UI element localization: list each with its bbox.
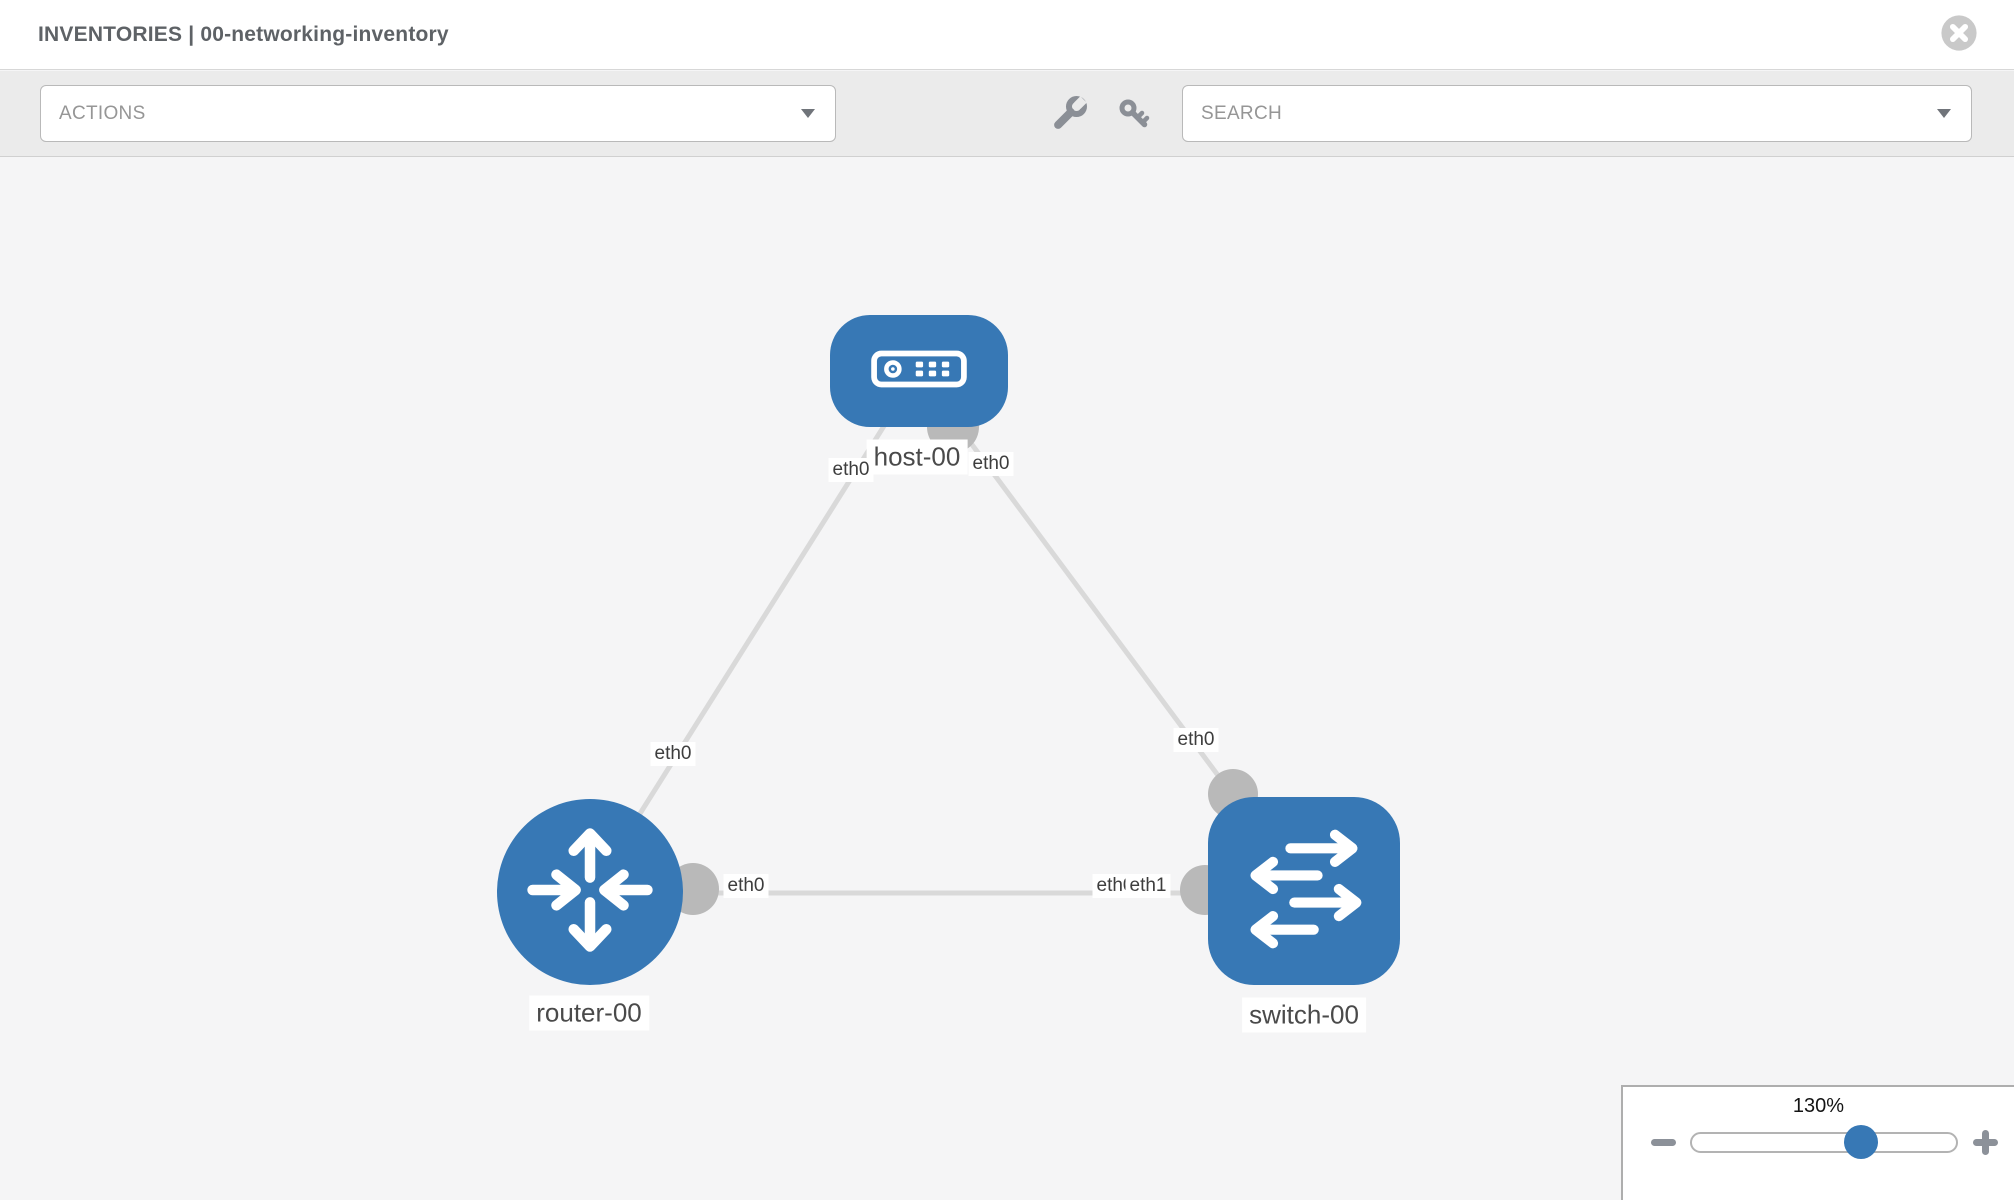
search-dropdown[interactable]: SEARCH xyxy=(1182,85,1972,142)
interface-label: eth0 xyxy=(723,874,769,898)
node-switch-00[interactable] xyxy=(1208,797,1400,985)
node-label: router-00 xyxy=(529,995,649,1031)
zoom-in-button[interactable] xyxy=(1971,1130,2000,1155)
interface-label: eth0 xyxy=(968,452,1014,476)
node-host-00[interactable] xyxy=(830,315,1008,427)
toolbar: ACTIONS xyxy=(0,71,2014,157)
host-icon xyxy=(870,349,968,394)
node-router-00[interactable] xyxy=(497,799,683,985)
zoom-slider-knob[interactable] xyxy=(1844,1125,1878,1159)
node-label: switch-00 xyxy=(1242,997,1366,1033)
caret-down-icon xyxy=(801,109,815,118)
switch-icon xyxy=(1240,827,1368,956)
wrench-button[interactable] xyxy=(1048,94,1088,134)
close-button[interactable] xyxy=(1940,14,1978,52)
page-header: INVENTORIES | 00-networking-inventory xyxy=(0,0,2014,70)
zoom-panel: 130% xyxy=(1621,1085,2014,1200)
search-dropdown-label: SEARCH xyxy=(1201,102,1282,124)
plus-icon xyxy=(1982,1130,1989,1155)
interface-label: eth0 xyxy=(828,458,874,482)
zoom-slider-track[interactable] xyxy=(1690,1132,1958,1153)
router-icon xyxy=(523,823,657,962)
actions-dropdown[interactable]: ACTIONS xyxy=(40,85,836,142)
actions-dropdown-label: ACTIONS xyxy=(59,102,146,124)
zoom-out-button[interactable] xyxy=(1651,1139,1676,1146)
interface-label: eth0 xyxy=(1173,728,1219,752)
interface-label: eth0 xyxy=(650,742,696,766)
caret-down-icon xyxy=(1937,109,1951,118)
wrench-icon xyxy=(1048,96,1088,137)
key-icon xyxy=(1115,99,1155,138)
zoom-level-label: 130% xyxy=(1792,1095,1845,1117)
key-button[interactable] xyxy=(1115,95,1155,135)
interface-label: eth1 xyxy=(1125,874,1171,898)
node-label: host-00 xyxy=(866,439,968,475)
close-icon xyxy=(1940,15,1978,55)
page-title: INVENTORIES | 00-networking-inventory xyxy=(38,22,449,46)
